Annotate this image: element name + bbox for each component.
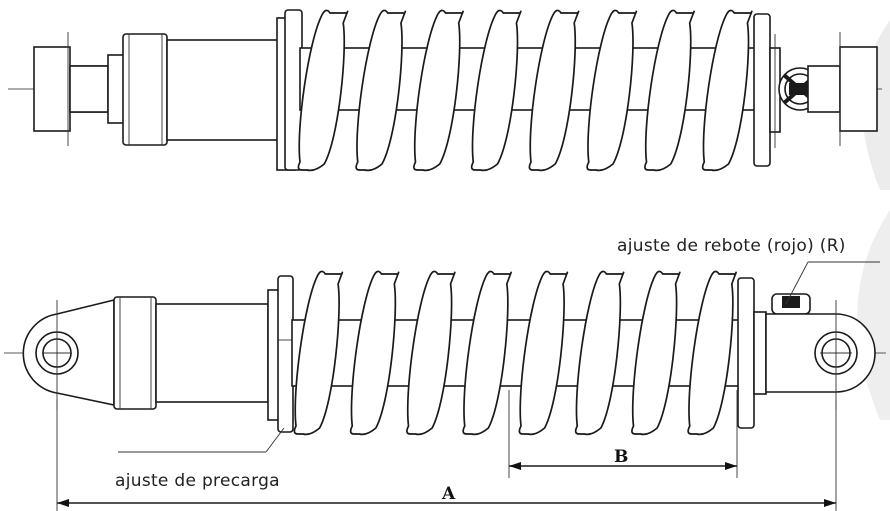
top-spring-coil — [586, 9, 638, 172]
rebound-label: ajuste de rebote (rojo) (R) — [617, 236, 846, 256]
top-preload-collar — [276, 9, 303, 171]
top-view — [8, 9, 882, 172]
bottom-spring-coil — [406, 270, 456, 436]
watermark-shape-bottom — [857, 210, 890, 420]
top-spring-coil — [701, 9, 753, 172]
bottom-spring-coil — [518, 270, 569, 436]
top-spring-coil — [413, 9, 464, 172]
top-spring — [297, 9, 753, 172]
bottom-preload-collar — [267, 275, 294, 433]
preload-callout — [118, 427, 285, 453]
dimension-b-label: B — [614, 447, 628, 467]
bottom-view — [4, 270, 886, 436]
bottom-right-eye — [765, 300, 876, 410]
bottom-spring-coil — [631, 270, 681, 436]
top-right-collar — [753, 13, 781, 167]
top-right-mount — [807, 32, 878, 146]
bottom-spring-coil — [574, 270, 625, 436]
dimension-lines — [56, 390, 837, 511]
top-spring-coil — [355, 9, 407, 172]
preload-label: ajuste de precarga — [115, 471, 280, 491]
bottom-right-collar — [737, 277, 767, 429]
top-spring-coil — [644, 9, 695, 172]
bottom-left-eye — [22, 298, 115, 410]
bottom-spring-coil — [462, 270, 512, 436]
top-left-mount — [33, 32, 125, 146]
bottom-damper-body — [113, 296, 269, 410]
bottom-spring — [293, 270, 737, 436]
bottom-spring-coil — [687, 270, 737, 436]
top-spring-coil — [470, 9, 522, 172]
dimension-a-label: A — [441, 484, 456, 504]
bottom-spring-coil — [293, 270, 344, 436]
top-spring-coil — [528, 9, 580, 172]
top-damper-body — [122, 33, 280, 146]
bottom-rebound-knob — [771, 293, 811, 315]
bottom-spring-coil — [349, 270, 400, 436]
rebound-callout — [785, 261, 880, 305]
top-spring-coil — [297, 9, 349, 172]
